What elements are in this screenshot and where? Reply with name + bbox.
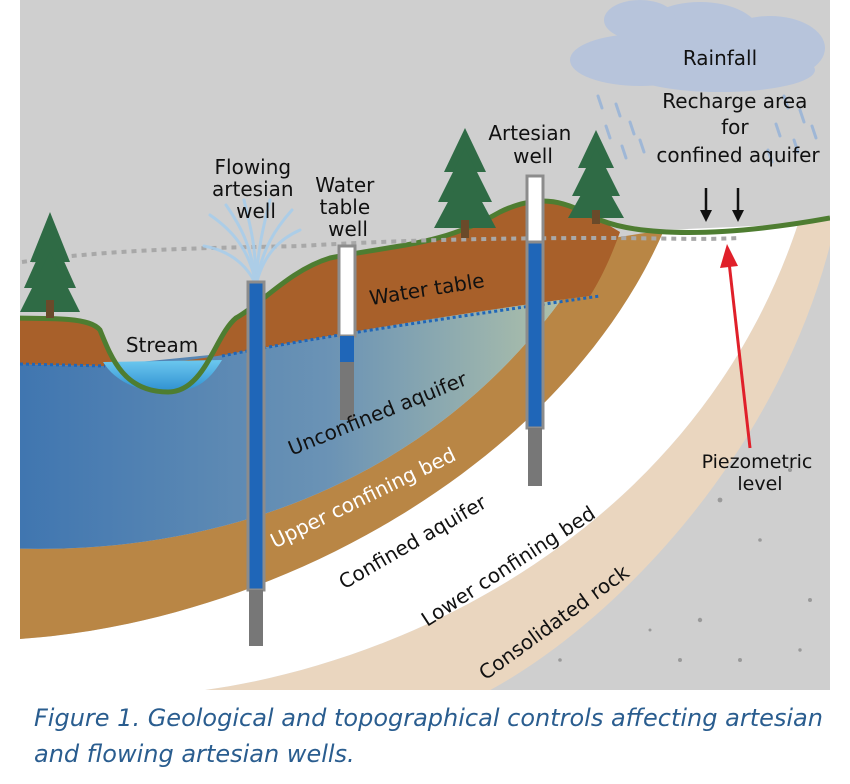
water-table-well-label: Water table well — [315, 173, 380, 241]
ground-surface — [20, 198, 830, 395]
caption-line-2: and flowing artesian wells. — [34, 740, 355, 768]
rainfall-label: Rainfall — [683, 46, 757, 70]
water-table-well — [337, 244, 357, 420]
artesian-well-label: Artesian well — [488, 121, 577, 168]
recharge-arrow-icon — [700, 188, 744, 222]
flowing-well-label: Flowing artesian well — [212, 155, 300, 223]
rain-cloud-icon — [570, 0, 825, 92]
upper-confining-bed-layer — [20, 230, 664, 639]
fountain-spray — [202, 198, 302, 287]
tree-icon — [434, 128, 496, 238]
stream-label: Stream — [126, 333, 198, 357]
piezometric-label: Piezometric level — [702, 451, 819, 495]
soil-layer — [20, 200, 620, 392]
caption-line-1: Figure 1. Geological and topographical c… — [34, 704, 823, 732]
flowing-artesian-well — [246, 280, 266, 646]
confined-aquifer-layer — [20, 224, 798, 690]
lower-confining-bed-layer — [20, 220, 830, 690]
recharge-label: Recharge area for confined aquifer — [656, 89, 820, 167]
tree-icon — [568, 130, 624, 224]
figure-caption: Figure 1. Geological and topographical c… — [34, 700, 834, 772]
raindrops — [596, 94, 818, 164]
artesian-well — [525, 174, 545, 486]
piezometric-level-line — [21, 235, 741, 264]
piezometric-arrow-icon — [720, 244, 752, 449]
tree-icon — [20, 212, 80, 318]
